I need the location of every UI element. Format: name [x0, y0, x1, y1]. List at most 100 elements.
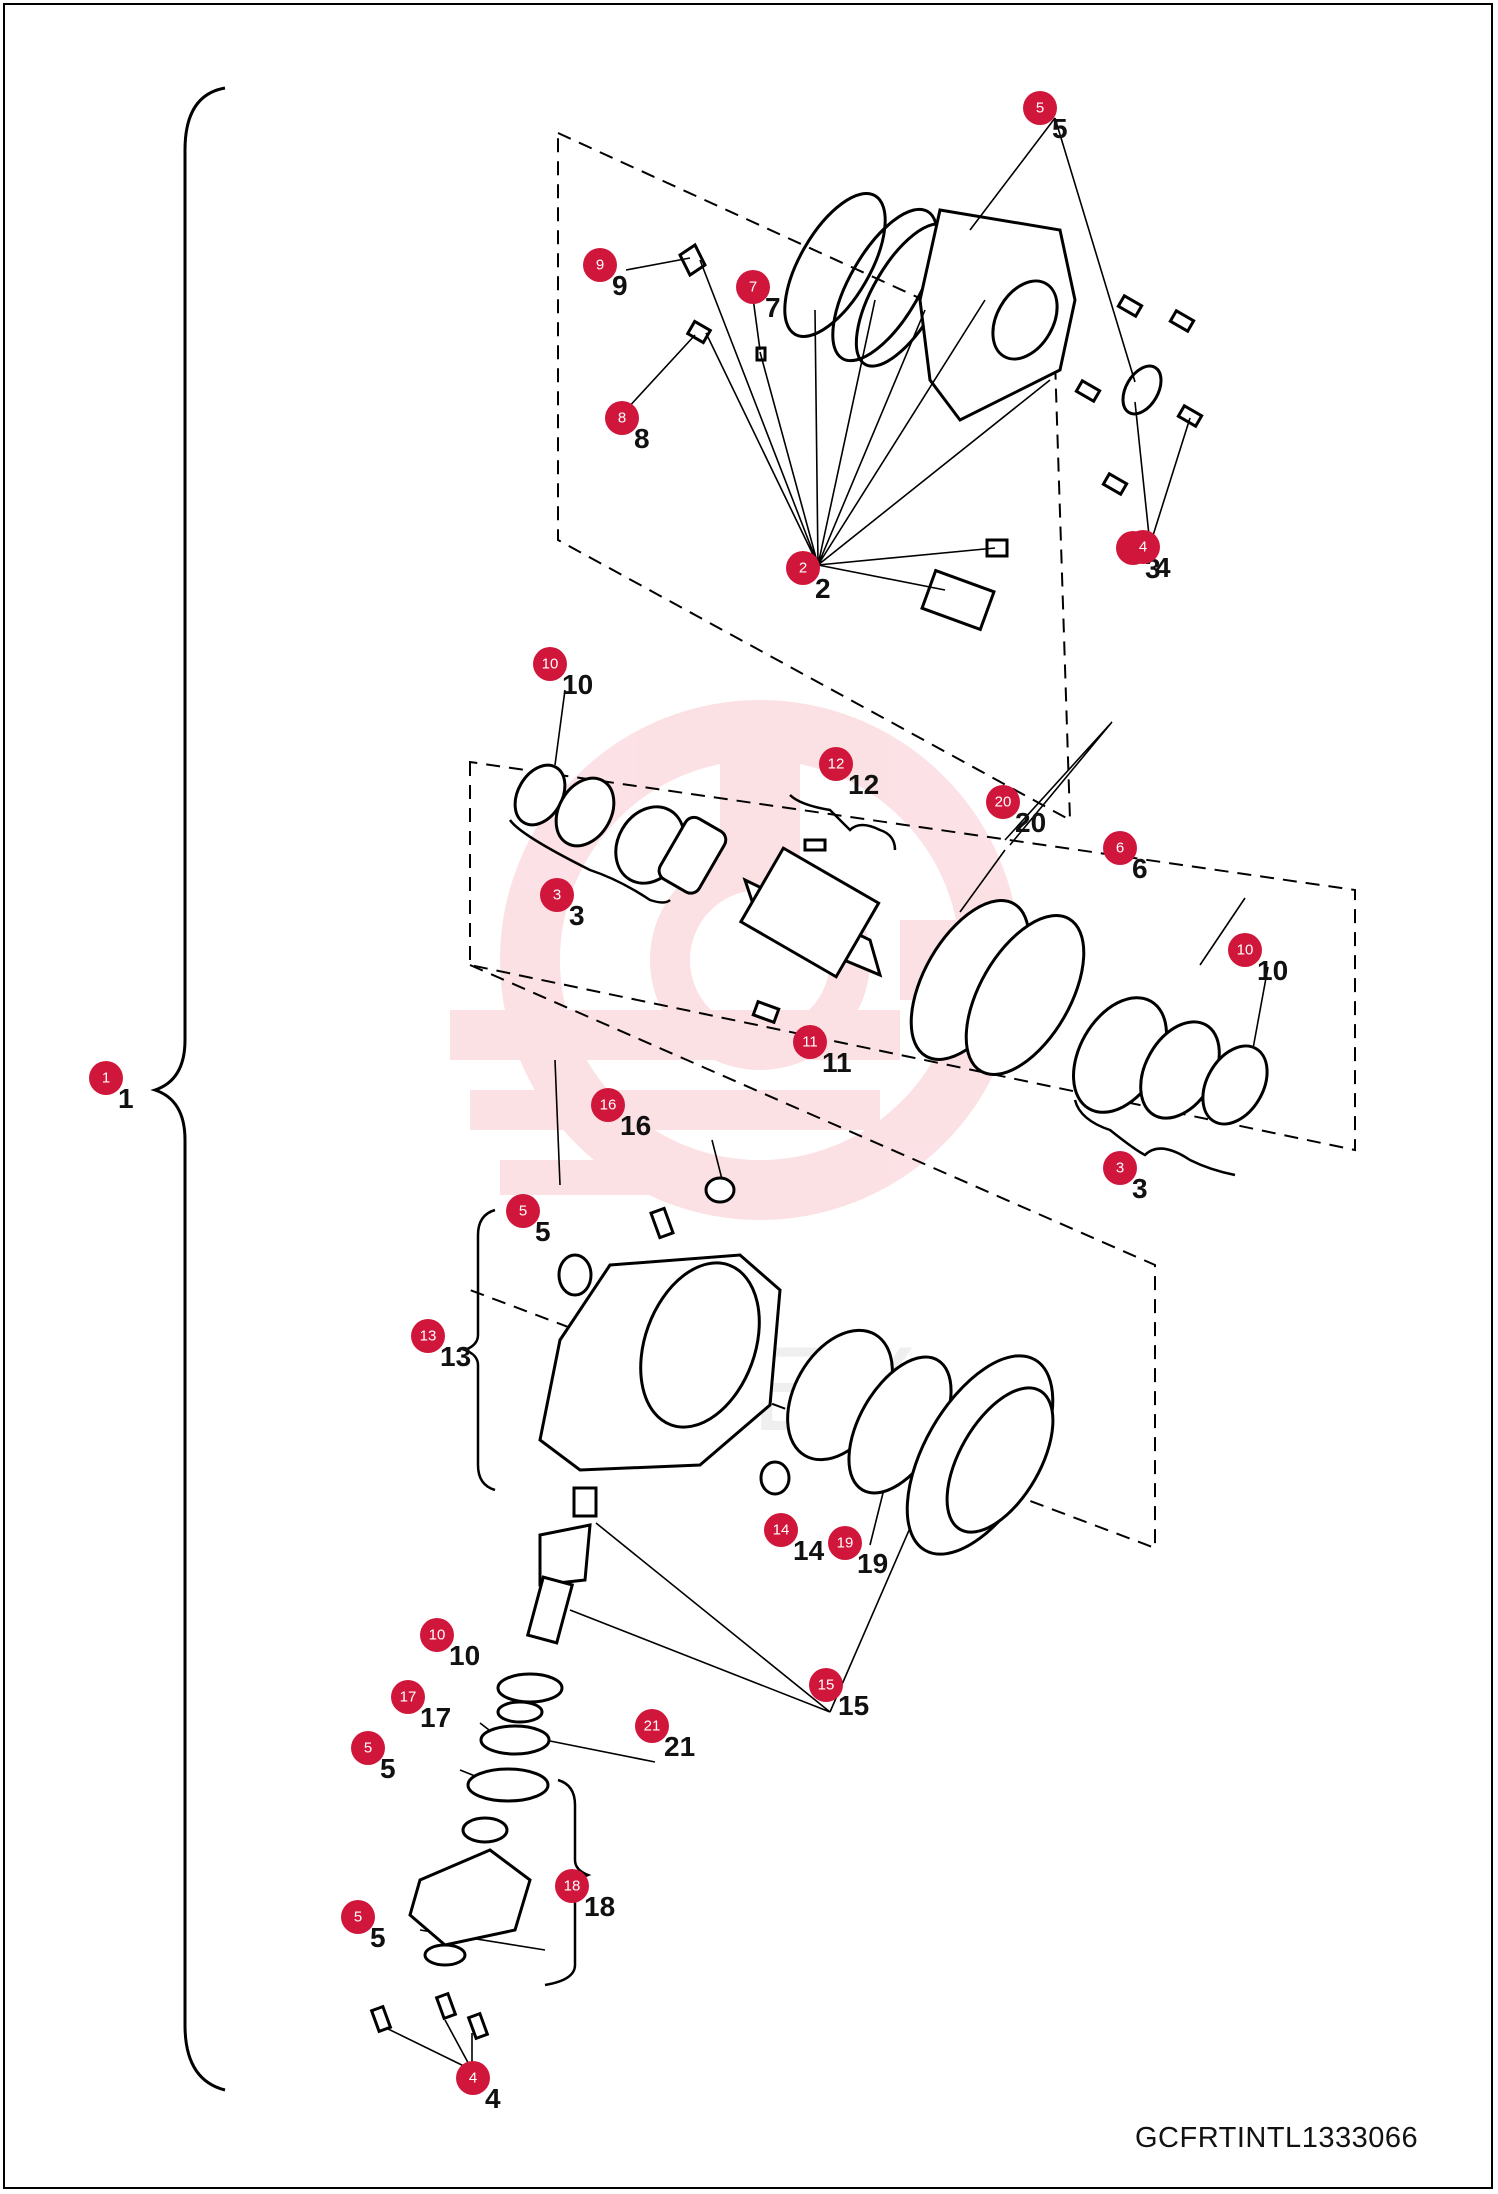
callout-number-13: 13	[440, 1341, 471, 1372]
callout-badge-text-4: 4	[469, 2070, 477, 2087]
callout-badge-2	[786, 551, 820, 585]
callout-badge-text-16: 16	[600, 1097, 617, 1114]
callout-badge-4	[1126, 530, 1160, 564]
callout-number-14: 14	[793, 1535, 825, 1566]
callout-number-11: 11	[822, 1047, 852, 1078]
callout-badge-text-5: 5	[1036, 100, 1044, 117]
callout-badge-text-3: 3	[1116, 1160, 1124, 1177]
callout-badge-text-10: 10	[542, 656, 559, 673]
callout-badge-13	[411, 1319, 445, 1353]
callout-badge-9	[583, 248, 617, 282]
callout-number-5: 5	[370, 1922, 386, 1953]
callout-badge-text-20: 20	[995, 794, 1012, 811]
callout-badge-text-6: 6	[1116, 840, 1124, 857]
callout-badge-10	[420, 1618, 454, 1652]
callout-number-2: 2	[815, 573, 831, 604]
callout-badge-text-5: 5	[364, 1740, 372, 1757]
callout-badge-text-10: 10	[1237, 942, 1254, 959]
callout-number-3: 3	[1132, 1173, 1148, 1204]
callout-badge-text-12: 12	[828, 756, 845, 773]
callout-badge-10	[533, 647, 567, 681]
callout-number-4: 4	[1155, 552, 1171, 583]
callout-number-5: 5	[380, 1753, 396, 1784]
callout-badge-6	[1103, 831, 1137, 865]
callout-badge-3	[540, 878, 574, 912]
callout-badge-10	[1228, 933, 1262, 967]
callout-badge-12	[819, 747, 853, 781]
upper-dashed-group	[557, 131, 1072, 822]
callout-number-10: 10	[1257, 955, 1288, 986]
callout-number-17: 17	[420, 1702, 451, 1733]
callout-badge-5	[1023, 91, 1057, 125]
assembly-brace	[150, 86, 226, 2092]
callout-badge-7	[736, 270, 770, 304]
callout-badge-4	[456, 2061, 490, 2095]
callout-badge-text-7: 7	[749, 279, 757, 296]
callout-number-19: 19	[857, 1548, 888, 1579]
callout-number-12: 12	[848, 769, 879, 800]
callout-badge-16	[591, 1088, 625, 1122]
callout-badge-text-3: 3	[553, 887, 561, 904]
callout-badge-text-9: 9	[596, 257, 604, 274]
callout-number-1: 1	[118, 1083, 134, 1114]
callout-badge-20	[986, 785, 1020, 819]
callout-number-10: 10	[562, 669, 593, 700]
lower-dashed-group	[469, 964, 1156, 1550]
callout-badge-text-1: 1	[102, 1070, 110, 1087]
callout-number-5: 5	[1052, 113, 1068, 144]
callout-badge-18	[555, 1869, 589, 1903]
callout-badge-text-2: 2	[799, 560, 807, 577]
callout-number-4: 4	[485, 2083, 501, 2114]
leader-lines	[379, 117, 1269, 2071]
callout-badge-text-21: 21	[644, 1718, 661, 1735]
callout-badge-14	[764, 1513, 798, 1547]
callout-badge-3	[1103, 1151, 1137, 1185]
callout-number-5: 5	[535, 1216, 551, 1247]
callout-badge-15	[809, 1668, 843, 1702]
callout-number-10: 10	[449, 1640, 480, 1671]
small-parts-upper	[678, 242, 1009, 632]
callout-number-3: 3	[569, 900, 585, 931]
callout-number-20: 20	[1015, 807, 1046, 838]
callout-badge-19	[828, 1526, 862, 1560]
callout-badge-text-19: 19	[837, 1535, 854, 1552]
callout-number-8: 8	[634, 423, 650, 454]
callout-badge-8	[605, 401, 639, 435]
bracket-lines	[461, 794, 1236, 1987]
callout-number-15: 15	[838, 1690, 869, 1721]
callout-badge-5	[506, 1194, 540, 1228]
callout-badge-text-8: 8	[618, 410, 626, 427]
callout-badge-1	[89, 1061, 123, 1095]
callout-badge-11	[793, 1025, 827, 1059]
callout-badge-5	[351, 1731, 385, 1765]
callout-labels: 1122333333444455555555667788991010101010…	[89, 91, 1288, 2114]
callout-badge-text-14: 14	[773, 1522, 790, 1539]
callout-number-18: 18	[584, 1891, 615, 1922]
callout-badge-text-5: 5	[519, 1203, 527, 1220]
callout-number-21: 21	[664, 1731, 695, 1762]
rear-cover-part	[783, 192, 1163, 422]
callout-badge-text-13: 13	[420, 1328, 437, 1345]
diagram-id-label: GCFRTINTL1333066	[1135, 2122, 1419, 2154]
callout-badge-5	[341, 1900, 375, 1934]
differential-parts	[513, 763, 1269, 1126]
callout-badge-21	[635, 1709, 669, 1743]
callout-badge-text-15: 15	[818, 1677, 835, 1694]
callout-badge-text-11: 11	[802, 1034, 818, 1051]
callout-badge-text-18: 18	[564, 1878, 581, 1895]
lower-cover-parts	[369, 1672, 564, 2041]
middle-dashed-group	[469, 760, 1356, 1152]
callout-number-16: 16	[620, 1110, 651, 1141]
callout-number-7: 7	[765, 292, 781, 323]
callout-badge-text-4: 4	[1139, 539, 1147, 556]
bolt-parts-upper	[1074, 293, 1204, 497]
diagram-frame	[3, 3, 1493, 2189]
front-housing-part	[525, 1176, 1055, 1645]
callout-badge-text-17: 17	[400, 1689, 417, 1706]
callout-badge-17	[391, 1680, 425, 1714]
callout-badge-text-5: 5	[354, 1909, 362, 1926]
callout-badge-text-10: 10	[429, 1627, 446, 1644]
callout-number-9: 9	[612, 270, 628, 301]
